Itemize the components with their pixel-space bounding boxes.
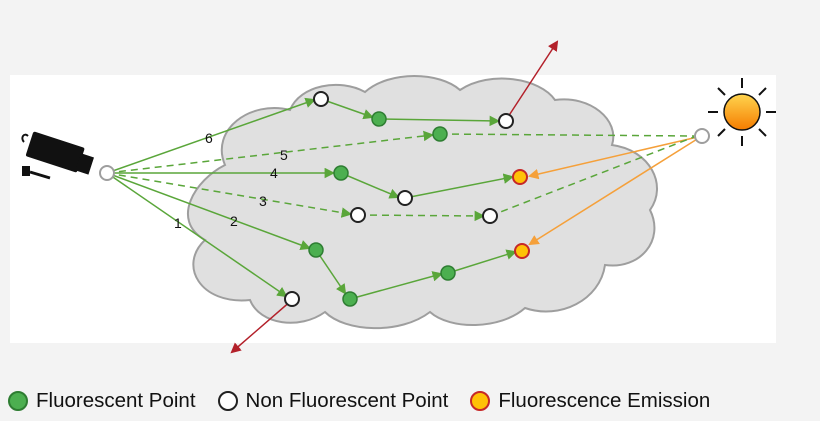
light-paths [106,97,695,300]
legend-item-non-fluorescent: Non Fluorescent Point [217,389,449,413]
emission-points [512,169,530,259]
path-5 [106,130,695,174]
legend: Fluorescent Point Non Fluorescent Point … [8,386,818,416]
path-label-3: 3 [259,193,267,209]
legend-label-emission: Fluorescence Emission [498,389,711,412]
non-fluorescent-point [284,291,300,307]
legend-label-non-fluorescent: Non Fluorescent Point [245,389,449,412]
emission-point [514,243,530,259]
emission-lines [527,135,703,246]
non-fluorescent-point-icon [217,391,238,411]
path-6 [106,97,501,174]
fluorescent-point [308,242,324,258]
legend-label-fluorescent: Fluorescent Point [36,389,196,412]
non-fluorescent-point [397,190,413,206]
non-fluorescent-point [482,208,498,224]
emission-point [512,169,528,185]
path-label-2: 2 [230,213,238,229]
legend-item-fluorescent: Fluorescent Point [8,389,196,413]
fluorescent-point [371,111,387,127]
path-4 [107,167,515,199]
fluorescent-point [333,165,349,181]
path-1 [106,172,288,298]
fluorescent-point [440,265,456,281]
cloud-shape [186,75,659,330]
path-3 [106,136,695,222]
camera-origin-point [99,165,115,181]
fluorescent-point-icon [8,391,28,411]
path-label-1: 1 [174,215,182,231]
legend-item-emission: Fluorescence Emission [470,389,710,413]
escape-ray-top [505,40,559,121]
non-fluorescent-points [284,91,514,307]
path-2 [106,172,518,300]
sun-origin-point [694,128,710,144]
non-fluorescent-point [313,91,329,107]
emission-point-icon [470,391,491,411]
sun-icon [708,78,776,146]
camera-icon [21,131,94,180]
escape-rays [230,40,559,354]
path-label-6: 6 [205,130,213,146]
fluorescent-points [308,111,456,307]
path-label-5: 5 [280,147,288,163]
non-fluorescent-point [498,113,514,129]
path-label-4: 4 [270,165,278,181]
non-fluorescent-point [350,207,366,223]
fluorescent-point [342,291,358,307]
fluorescent-point [432,126,448,142]
escape-ray-bottom [230,299,293,354]
